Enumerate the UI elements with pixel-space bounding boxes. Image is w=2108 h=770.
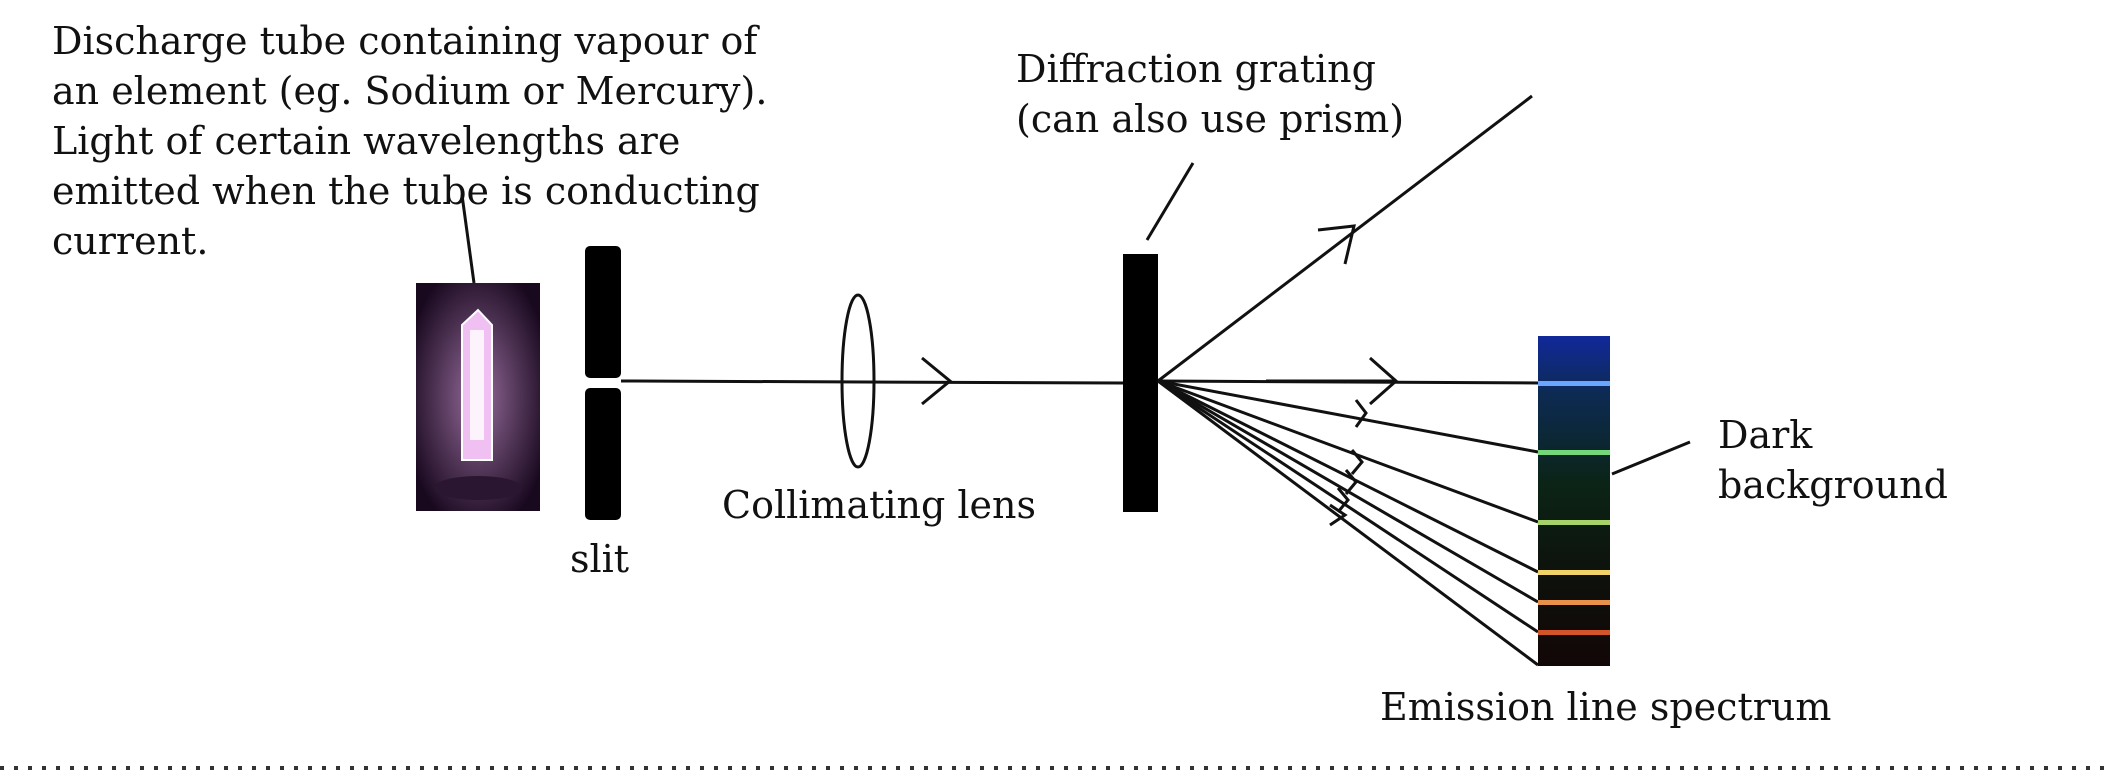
slit [585,246,621,520]
spectral-line-green [1538,450,1610,455]
dark-background-label-line-1: Dark [1718,413,1813,457]
discharge-tube-image [416,283,540,511]
discharge-tube-label-line-4: emitted when the tube is conducting [52,169,760,213]
dark-background-label-line-2: background [1718,463,1948,507]
spectrum-strip [1538,336,1610,666]
spectral-line-yellow-green [1538,520,1610,525]
emission-spectrum [1538,336,1610,666]
diffraction-grating [1123,254,1158,512]
grating-pointer [1145,162,1195,241]
dark-background-label: Dark background [1718,410,1948,510]
grating-label-line-1: Diffraction grating [1016,47,1376,91]
spectral-line-yellow [1538,570,1610,575]
incident-beam [620,379,1124,385]
grating-label-line-2: (can also use prism) [1016,97,1405,141]
spectral-line-red [1538,630,1610,635]
spectrum-label: Emission line spectrum [1380,685,1832,729]
discharge-tube-label-line-3: Light of certain wavelengths are [52,119,681,163]
discharge-tube-label-line-1: Discharge tube containing vapour of [52,19,758,63]
spectral-line-blue [1538,381,1610,386]
spectral-line-orange [1538,600,1610,605]
discharge-tube-label-line-2: an element (eg. Sodium or Mercury). [52,69,768,113]
discharge-tube-pointer [460,194,476,284]
discharge-tube-label-line-5: current. [52,219,209,263]
dark-background-pointer [1611,440,1691,476]
diffracted-rays [1157,94,1541,667]
collimating-lens-label: Collimating lens [722,483,1037,527]
discharge-tube-label: Discharge tube containing vapour of an e… [52,16,767,266]
incident-beam-arrow [921,356,953,406]
grating-label: Diffraction grating (can also use prism) [1016,44,1404,144]
collimating-lens [840,293,876,469]
slit-label: slit [570,537,630,581]
